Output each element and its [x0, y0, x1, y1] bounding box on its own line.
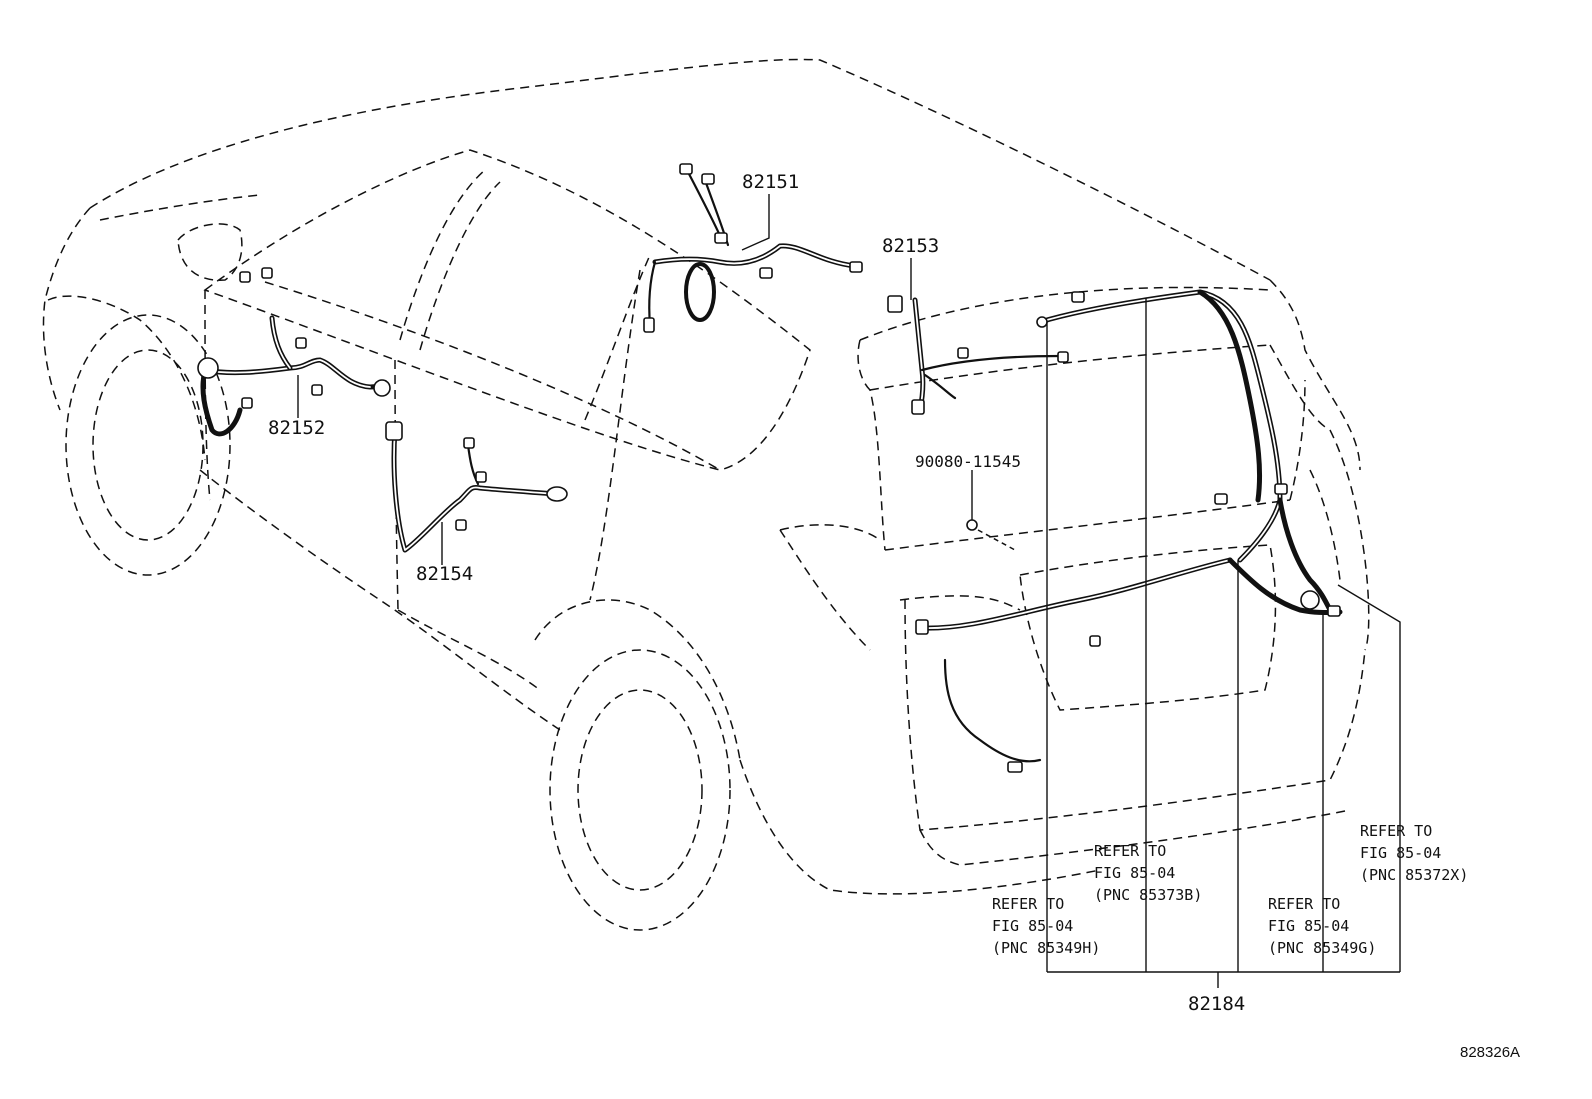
ref-line-2: FIG 85-04	[992, 917, 1073, 935]
reference-note-85349g: REFER TO FIG 85-04 (PNC 85349G)	[1268, 895, 1376, 957]
reference-note-85372x: REFER TO FIG 85-04 (PNC 85372X)	[1360, 822, 1468, 884]
leader-lines	[297, 194, 1401, 988]
ref-line-3: (PNC 85349H)	[992, 939, 1100, 957]
ref-line-2: FIG 85-04	[1268, 917, 1349, 935]
harness-82151	[643, 163, 863, 333]
ref-line-3: (PNC 85349G)	[1268, 939, 1376, 957]
ref-line-3: (PNC 85373B)	[1094, 886, 1202, 904]
label-82184: 82184	[1188, 993, 1245, 1015]
ref-line-3: (PNC 85372X)	[1360, 866, 1468, 884]
ref-line-1: REFER TO	[1360, 822, 1432, 840]
vehicle-body-outline	[42, 58, 1370, 931]
ref-line-1: REFER TO	[1268, 895, 1340, 913]
label-82151: 82151	[742, 171, 799, 193]
reference-note-85349h: REFER TO FIG 85-04 (PNC 85349H)	[992, 895, 1100, 957]
ref-line-2: FIG 85-04	[1094, 864, 1175, 882]
figure-id: 828326A	[1460, 1044, 1520, 1061]
ref-line-1: REFER TO	[1094, 842, 1166, 860]
harness-82152	[197, 267, 391, 437]
harness-82184	[915, 289, 1343, 773]
part-labels: 82151 82152 82153 82154 90080-11545 8218…	[268, 171, 1245, 1015]
label-90080-11545: 90080-11545	[915, 452, 1021, 471]
harness-82153	[887, 295, 1069, 415]
ref-line-2: FIG 85-04	[1360, 844, 1441, 862]
harness-82154	[385, 421, 568, 553]
label-82152: 82152	[268, 417, 325, 439]
ref-line-1: REFER TO	[992, 895, 1064, 913]
label-82154: 82154	[416, 563, 473, 585]
label-82153: 82153	[882, 235, 939, 257]
reference-note-85373b: REFER TO FIG 85-04 (PNC 85373B)	[1094, 842, 1202, 904]
